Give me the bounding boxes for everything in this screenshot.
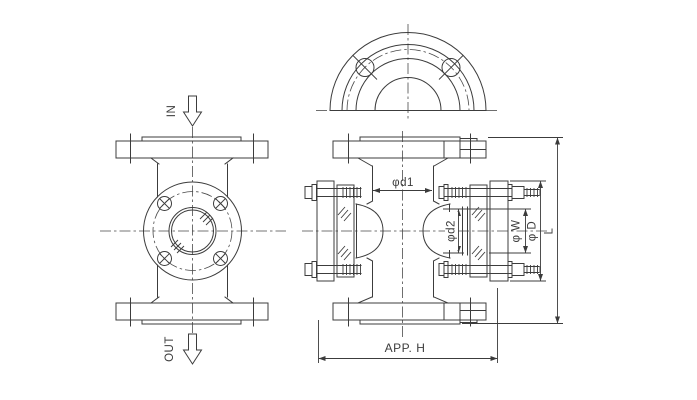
front-bolt-circle: [152, 191, 233, 271]
front-bottom-flange: [115, 302, 269, 321]
left-boss-dome: [355, 203, 384, 259]
front-bottom-raised-face: [141, 319, 242, 325]
out-flow-arrow-down-icon: [182, 333, 203, 365]
right-cover-plate: [489, 180, 509, 282]
right-bolt-bottom: [438, 261, 541, 278]
right-glass-hatch: [471, 206, 486, 261]
front-top-raised-face: [141, 136, 242, 142]
side-bottom-raised-step: [459, 319, 478, 323]
front-glass-hatch: [170, 211, 214, 254]
glass-assembly-left: [304, 180, 362, 282]
top-view-flange-od-arc: [329, 32, 487, 112]
side-top-flange-detail: [443, 140, 487, 159]
in-flow-arrow-down-icon: [182, 95, 203, 127]
top-view-hub-arc: [355, 58, 461, 112]
dim-d2-label: φd2: [446, 220, 458, 242]
top-view-bolt-circle-arc: [346, 49, 470, 111]
top-view-bolt-holes: [352, 55, 464, 80]
side-bottom-flange: [332, 302, 487, 321]
right-glass-plate: [469, 184, 488, 278]
side-bottom-raised-face: [359, 319, 461, 325]
front-bolts: [157, 196, 228, 266]
dim-w: φ W: [511, 209, 528, 253]
dim-l: L: [462, 137, 563, 324]
side-top-raised-face: [359, 136, 461, 142]
dimensions: φd1 φd2 φ W φ D L: [318, 137, 563, 363]
front-top-flange: [115, 140, 269, 159]
front-top-hub: [150, 157, 234, 165]
side-bottom-hub: [357, 296, 449, 304]
front-glass-outer-ring: [168, 207, 217, 255]
dim-w-label: φ W: [511, 219, 523, 242]
right-boss-dome: [422, 203, 451, 259]
out-label: OUT: [164, 336, 176, 362]
dim-d2: φd2: [443, 208, 531, 254]
right-bolt-top: [438, 184, 541, 201]
right-gasket-rings: [462, 206, 468, 256]
dim-d1-label: φd1: [392, 177, 414, 189]
side-view: [302, 131, 548, 338]
side-pipe-walls: [366, 165, 440, 298]
side-top-hub: [357, 157, 449, 167]
front-cover-outer-circle: [143, 181, 242, 281]
front-glass-inner-ring: [171, 209, 214, 253]
dim-d1: φd1: [373, 177, 432, 193]
front-bottom-hub: [150, 296, 234, 304]
top-view-raised-face-arc: [341, 44, 475, 112]
left-bolt-top: [304, 184, 362, 201]
in-label: IN: [166, 105, 178, 118]
top-view-bore-arc: [374, 77, 442, 112]
dim-h-label: APP. H: [385, 341, 426, 355]
glass-assembly-right: [438, 180, 541, 282]
dim-h: APP. H: [318, 288, 498, 363]
dim-d: φ D: [510, 180, 546, 282]
front-view: IN: [100, 95, 286, 365]
front-tube-walls: [157, 163, 228, 298]
left-cover-plate: [316, 180, 335, 282]
left-glass-hatch: [337, 206, 352, 261]
top-view: [316, 24, 500, 119]
side-bottom-flange-detail: [443, 302, 487, 321]
left-glass-plate: [336, 184, 355, 278]
dim-l-label: L: [544, 227, 556, 234]
left-bolt-bottom: [304, 261, 362, 278]
dim-d-label: φ D: [527, 221, 539, 241]
